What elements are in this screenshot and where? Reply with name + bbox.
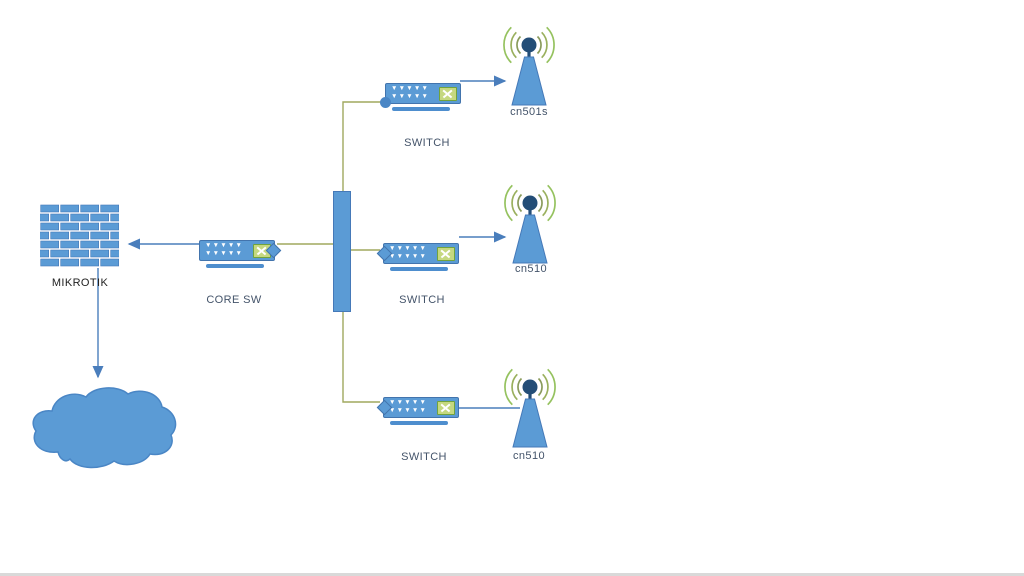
core-switch-label: CORE SW [206,294,262,306]
wireless-antenna-icon [504,184,556,264]
antenna-cn501s-label: cn501s [510,106,548,118]
crossover-x-icon [437,401,455,415]
ethernet-switch-icon [380,83,461,108]
connector-dot [380,97,391,108]
ethernet-switch-icon [376,243,459,264]
switch-shadow [392,107,450,111]
switch-shadow [206,264,264,268]
brick-wall-icon [40,204,119,267]
mikrotik-firewall-node[interactable] [40,204,120,273]
antenna-cn501s-node[interactable] [489,25,569,112]
switch-shadow [390,267,448,271]
ethernet-switch-icon [376,397,459,418]
mikrotik-label: MIKROTIK [51,277,109,289]
switch-top-label: SWITCH [404,137,450,149]
cloud-icon [32,387,177,469]
access-switch-top-node[interactable] [380,83,461,111]
backbone-bar[interactable] [333,191,351,312]
switch-ports-icon [391,85,429,101]
antenna-cn510-bottom-node[interactable] [490,367,570,454]
switch-shadow [390,421,448,425]
switch-ports-icon [205,242,243,258]
screenshot-bottom-edge [0,573,1024,576]
switch-bottom-label: SWITCH [401,451,447,463]
access-switch-middle-node[interactable] [376,243,459,271]
cloud-node[interactable] [28,384,178,481]
core-switch-node[interactable] [199,240,282,268]
crossover-x-icon [439,87,457,101]
access-switch-bottom-node[interactable] [376,397,459,425]
crossover-x-icon [437,247,455,261]
wireless-antenna-icon [504,368,556,448]
antenna-cn510-middle-node[interactable] [490,183,570,270]
switch-middle-label: SWITCH [399,294,445,306]
antenna-cn510-middle-label: cn510 [515,263,547,275]
antenna-cn510-bottom-label: cn510 [513,450,545,462]
switch-ports-icon [389,245,427,261]
wireless-antenna-icon [503,26,555,106]
switch-ports-icon [389,399,427,415]
ethernet-switch-icon [199,240,282,261]
